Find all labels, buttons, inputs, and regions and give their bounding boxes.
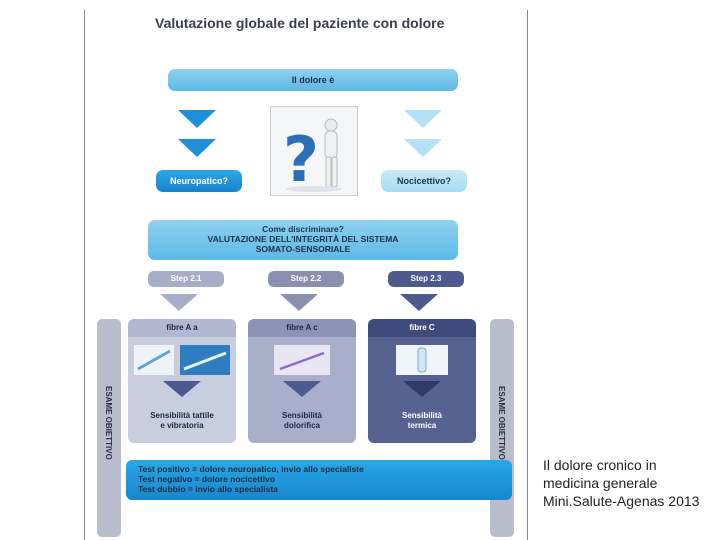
page-title: Valutazione globale del paziente con dol…	[155, 15, 445, 31]
column-1-arrow	[163, 381, 201, 397]
column-2-head: fibre A c	[248, 319, 356, 337]
tuning-fork-icon	[134, 345, 230, 375]
caption-line-3: Mini.Salute-Agenas 2013	[543, 493, 700, 509]
right-side-bar	[490, 319, 514, 537]
question-mark-figure-icon: ?	[283, 118, 342, 196]
nocicettivo-label: Nocicettivo?	[396, 176, 451, 186]
nocicettivo-pill: Nocicettivo?	[381, 170, 467, 192]
step-2-3: Step 2.3	[388, 271, 464, 287]
column-3-image	[396, 345, 448, 375]
result-negative: Test negativo = dolore nocicettivo	[138, 474, 276, 484]
column-1-label-line2: e vibratoria	[160, 421, 204, 430]
left-side-label: ESAME OBIETTIVO	[104, 386, 113, 460]
right-side-label: ESAME OBIETTIVO	[497, 386, 506, 460]
right-arrow-2	[404, 139, 442, 157]
discrimination-line-2: VALUTAZIONE DELL'INTEGRITÀ DEL SISTEMA	[207, 234, 399, 244]
svg-text:?: ?	[283, 123, 319, 195]
result-doubtful: Test dubbio = invio allo specialista	[138, 484, 278, 494]
column-3-head: fibre C	[368, 319, 476, 337]
top-bar-label: Il dolore è	[291, 75, 335, 85]
column-3-label-line1: Sensibilità	[401, 411, 442, 420]
caption-line-2: medicina generale	[543, 475, 658, 491]
step-2-2: Step 2.2	[268, 271, 344, 287]
column-2-label: Sensibilità dolorifica	[252, 411, 352, 431]
column-2-image	[274, 345, 330, 375]
left-arrow-1	[178, 110, 216, 128]
discrimination-bar: Come discriminare? VALUTAZIONE DELL'INTE…	[148, 220, 458, 260]
column-3-label: Sensibilità termica	[372, 411, 472, 431]
step-2-1-arrow	[160, 294, 198, 311]
left-arrow-2	[178, 139, 216, 157]
step-2-2-arrow	[280, 294, 318, 311]
column-1-head: fibre A a	[128, 319, 236, 337]
result-positive: Test positivo = dolore neuropatico, invi…	[138, 464, 364, 474]
column-3-label-line2: termica	[407, 421, 437, 430]
column-fibre-a-c: fibre A c Sensibilità dolorifica	[248, 319, 356, 443]
column-fibre-a-a: fibre A a Sensibilità tattile e vibrator…	[128, 319, 236, 443]
column-1-label: Sensibilità tattile e vibratoria	[132, 411, 232, 431]
column-2-arrow	[283, 381, 321, 397]
column-3-arrow	[403, 381, 441, 397]
step-2-3-arrow	[400, 294, 438, 311]
right-arrow-1	[404, 110, 442, 128]
column-fibre-c: fibre C Sensibilità termica	[368, 319, 476, 443]
neuropatico-pill: Neuropatico?	[156, 170, 242, 192]
caption-line-1: Il dolore cronico in	[543, 457, 657, 473]
source-caption: Il dolore cronico in medicina generale M…	[543, 456, 718, 510]
frame-right-line	[527, 10, 528, 540]
thermal-tube-icon	[396, 345, 448, 375]
neuropatico-label: Neuropatico?	[169, 176, 228, 186]
results-box: Test positivo = dolore neuropatico, invi…	[126, 460, 512, 500]
pin-icon	[274, 345, 330, 375]
left-side-bar	[97, 319, 121, 537]
column-1-label-line1: Sensibilità tattile	[150, 411, 214, 420]
top-bar: Il dolore è	[168, 69, 458, 91]
discrimination-line-1: Come discriminare?	[262, 224, 344, 234]
column-2-label-line2: dolorifica	[283, 421, 320, 430]
column-2-label-line1: Sensibilità	[281, 411, 322, 420]
frame-left-line	[84, 10, 85, 540]
discrimination-line-3: SOMATO-SENSORIALE	[255, 244, 351, 254]
question-figure-image: ?	[270, 106, 358, 196]
column-1-image	[134, 345, 230, 375]
step-2-1: Step 2.1	[148, 271, 224, 287]
